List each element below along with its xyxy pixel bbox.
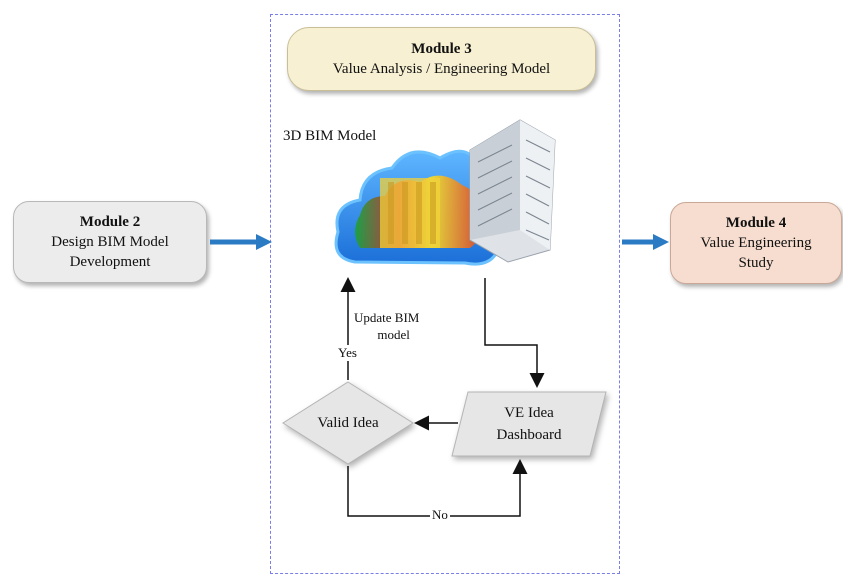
cloud-bim-building-icon xyxy=(334,119,556,266)
arrow-cloud-to-dashboard xyxy=(484,278,545,388)
no-label: No xyxy=(430,507,450,523)
module3-title: Module 3 xyxy=(411,41,472,57)
module4-line2: Study xyxy=(738,255,774,271)
dashboard-line2: Dashboard xyxy=(496,427,562,443)
module3-subtitle: Value Analysis / Engineering Model xyxy=(332,61,551,77)
module3-box: Module 3 Value Analysis / Engineering Mo… xyxy=(287,27,596,91)
module2-box: Module 2 Design BIM Model Development xyxy=(13,201,207,283)
module2-title: Module 2 xyxy=(79,214,141,230)
update-bim-line1: Update BIM xyxy=(354,310,420,325)
update-bim-line2: model xyxy=(377,327,410,342)
dashboard-text: VE Idea Dashboard xyxy=(460,402,598,446)
module4-line1: Value Engineering xyxy=(700,235,812,251)
arrow-m3-to-m4 xyxy=(622,234,669,250)
module2-line2: Development xyxy=(69,254,151,270)
valid-idea-diamond xyxy=(282,381,414,465)
update-bim-label: Update BIM model xyxy=(354,309,419,343)
module4-box: Module 4 Value Engineering Study xyxy=(670,202,842,284)
dashboard-line1: VE Idea xyxy=(504,405,554,421)
flow-diagram xyxy=(210,119,669,517)
arrow-m2-to-m3 xyxy=(210,234,272,250)
yes-label: Yes xyxy=(336,345,359,361)
valid-idea-text: Valid Idea xyxy=(317,415,379,431)
dashboard-shape xyxy=(451,391,607,457)
module4-title: Module 4 xyxy=(725,215,787,231)
bim-model-label: 3D BIM Model xyxy=(283,128,377,144)
module2-line1: Design BIM Model xyxy=(51,234,169,250)
